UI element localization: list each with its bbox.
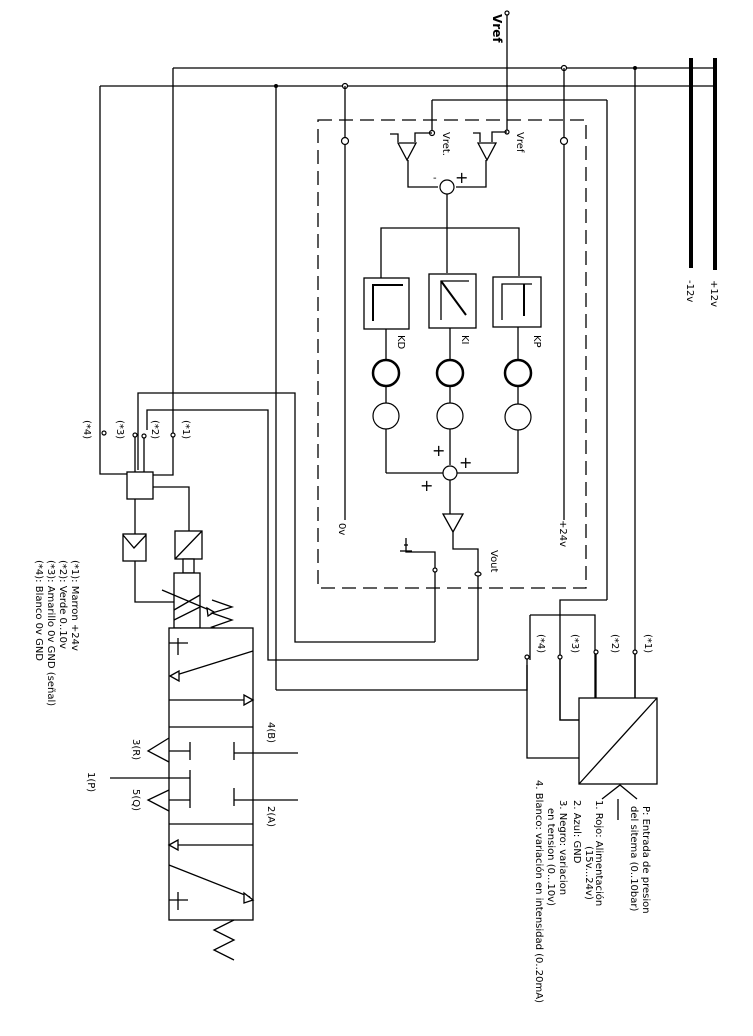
input-stage: Vret. Vref - +: [380, 100, 525, 280]
sum-plus-2: +: [459, 453, 472, 472]
bus-wires: [99, 64, 717, 700]
power-rails: +12v -12v: [684, 58, 719, 307]
port-5q-label: 5(Q): [130, 789, 141, 811]
minus-12v-label: -12v: [684, 280, 695, 302]
valve-legend-1: (*1): Marron +24v: [69, 560, 80, 651]
ki-potentiometer: [436, 402, 464, 430]
sensor-pin-4: [524, 654, 530, 660]
valve-legend-4: (*4): Blanco 0v GND: [33, 560, 44, 661]
sum-plus-1: +: [432, 441, 445, 460]
vref-input-label: Vref: [490, 14, 504, 43]
sum-plus-3: +: [420, 476, 433, 495]
vref-internal-label: Vref: [514, 132, 525, 153]
comparator-minus: -: [433, 173, 437, 184]
port-2a-label: 2(A): [265, 806, 276, 827]
sensor-desc-2: del sitema (0..10bar): [628, 806, 639, 911]
ki-adjust-knob[interactable]: [435, 358, 465, 388]
vout-label: Vout: [488, 550, 499, 573]
directional-valve: 4(B) 2(A) 3(R) 1(P) 5(Q): [85, 627, 298, 961]
kd-potentiometer: [372, 402, 400, 430]
amp-vret: [396, 142, 418, 162]
sensor-desc-1: P: Entrada de presion: [640, 806, 651, 914]
vref-input: Vref: [490, 10, 510, 132]
sensor-legend-2: 2. Azul: GND: [571, 800, 582, 864]
output-stage: + + + Vout 0v +24v: [336, 441, 568, 660]
ki-block: [428, 273, 477, 329]
summing-junction: [442, 465, 458, 481]
valve-legend-2: (*2): Verde 0..10v: [57, 560, 68, 649]
gain-knobs: [371, 327, 533, 473]
valve-pin-4-label: (*4): [81, 420, 92, 439]
valve-body: [168, 627, 254, 921]
kp-potentiometer: [504, 403, 532, 431]
sensor-pin-2-label: (*2): [609, 634, 620, 653]
sensor-legend-1: 1. Rojo: Alimentación: [593, 800, 605, 906]
plus-12v-label: +12v: [708, 280, 719, 307]
vout-terminal: [474, 571, 482, 577]
gain-blocks: KD KI KP: [363, 273, 542, 350]
sensor-pin-3: [557, 654, 563, 660]
comparator-plus: +: [455, 168, 468, 187]
zero-volt-label: 0v: [336, 523, 347, 535]
kp-block: [492, 276, 542, 328]
valve-connector: (*4) (*3) (*2) (*1) (*1): Marron +24v (*…: [33, 420, 235, 706]
valve-pin-2-label: (*2): [149, 420, 160, 439]
sensor-legend-3: 3. Negro: variacion: [557, 800, 568, 895]
ki-label: KI: [459, 335, 470, 345]
sensor-legend-3b: en tension (0...10v): [545, 808, 556, 906]
kd-adjust-knob[interactable]: [371, 358, 401, 388]
sensor-pin-1-label: (*1): [642, 634, 653, 653]
valve-pin-1-label: (*1): [180, 420, 191, 439]
interconnect-wires: [137, 392, 607, 721]
valve-pin-3: [132, 432, 138, 438]
ground-terminal: [432, 567, 438, 573]
plus-24v-label: +24v: [557, 520, 568, 547]
valve-pin-2: [141, 433, 147, 439]
pid-controller-boundary: [317, 119, 587, 589]
sensor-pin-4-label: (*4): [535, 634, 546, 653]
sensor-pin-1: [632, 649, 638, 655]
sensor-legend-1b: (15v...24v): [583, 846, 594, 900]
connector-box: [126, 471, 154, 500]
port-1p-label: 1(P): [85, 772, 96, 792]
amp-vref: [476, 142, 498, 162]
output-amp: [441, 513, 465, 534]
valve-pin-3-label: (*3): [114, 420, 125, 439]
sensor-legend-4: 4. Blanco: variación en intensidad (0..2…: [533, 780, 545, 1003]
port-4b-label: 4(B): [265, 722, 276, 743]
vref-terminal: [504, 10, 510, 16]
port-3r-label: 3(R): [130, 739, 141, 760]
sensor-pin-3-label: (*3): [569, 634, 580, 653]
valve-legend-3: (*3): Amarillo 0v GND (señal): [45, 560, 56, 706]
valve-pin-1: [170, 432, 176, 438]
pressure-sensor: (*1) (*2) (*3) (*4) P: Entrada de presio…: [524, 634, 658, 1003]
valve-pin-4: [101, 430, 107, 436]
kd-label: KD: [395, 335, 406, 350]
vret-label: Vret.: [440, 132, 451, 156]
kp-label: KP: [531, 335, 542, 348]
error-comparator: [439, 179, 455, 195]
sensor-pin-2: [593, 649, 599, 655]
kp-adjust-knob[interactable]: [503, 358, 533, 388]
